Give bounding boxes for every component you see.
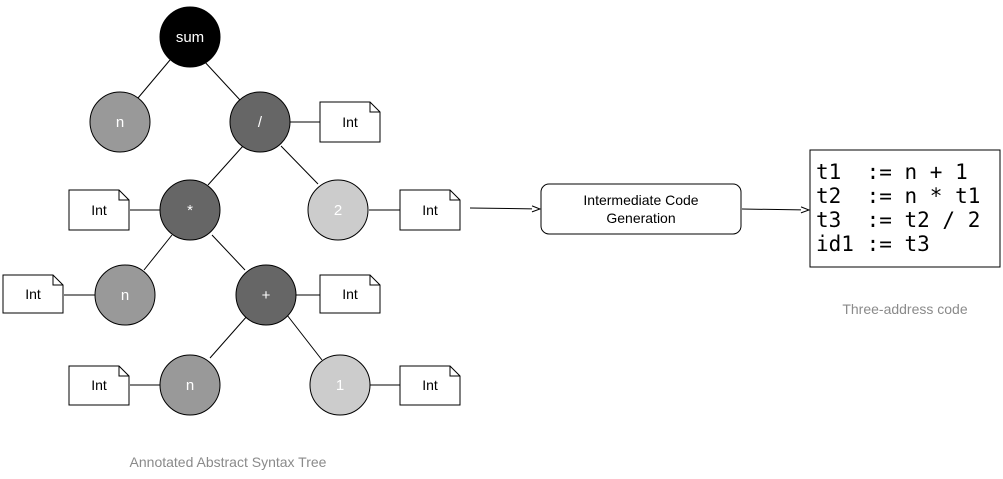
code-line: t3 := t2 / 2 [816,208,980,232]
node-sum: sum [159,6,221,68]
node-one-circle [309,354,371,416]
node-two: 2 [307,179,369,241]
edge-mul-n [143,234,173,271]
process-label-line2: Generation [606,210,675,226]
note-fold [118,190,129,201]
edge-sum-div [202,59,241,101]
node-n-bottom-label: n [186,377,194,394]
annotation-n-mid-label: Int [25,286,41,302]
node-one-label: 1 [336,377,344,394]
edge-sum-n [137,59,171,99]
node-n-bottom-circle [159,354,221,416]
note-shape [2,274,64,314]
annotation-n-bottom: Int [68,365,130,406]
node-sum-circle [159,6,221,68]
note-shape [319,101,381,143]
annotation-one: Int [399,365,461,406]
note-shape [399,365,461,406]
annotation-n-mid: Int [2,274,64,314]
note-fold [369,275,380,286]
node-n-top: n [89,91,151,153]
note-fold [449,190,460,201]
annotation-plus: Int [319,274,381,314]
node-mul: * [159,179,221,241]
code-line: id1 := t3 [816,232,930,256]
process-label-line1: Intermediate Code [583,192,698,208]
node-div-label: / [258,114,263,131]
note-fold [52,275,63,286]
code-box [809,149,1001,268]
code-line: t1 := n + 1 [816,160,968,184]
node-n-top-circle [89,91,151,153]
note-fold [369,102,380,113]
node-sum-label: sum [176,29,204,46]
process-box [540,183,742,235]
node-mul-circle [159,179,221,241]
annotation-one-label: Int [422,377,438,393]
note-shape [319,274,381,314]
node-n-mid-label: n [121,287,129,304]
annotation-plus-label: Int [342,286,358,302]
node-plus: + [235,264,297,326]
node-one: 1 [309,354,371,416]
three-address-code-box: t1 := n + 1 t2 := n * t1 t3 := t2 / 2 id… [809,149,1001,268]
code-line: t2 := n * t1 [816,184,980,208]
node-n-mid: n [94,264,156,326]
tree-edges [64,59,400,386]
note-shape [68,189,130,231]
annotation-div-label: Int [342,114,358,130]
arrow-to-code [741,209,809,210]
process-intermediate-code-generation: Intermediate Code Generation [540,183,742,235]
note-fold [118,366,129,377]
annotation-mul: Int [68,189,130,231]
edge-div-mul [207,145,244,186]
edge-plus-n [209,314,249,359]
code-caption: Three-address code [842,301,968,317]
edge-div-two [280,145,319,185]
note-fold [449,366,460,377]
annotation-two-label: Int [422,202,438,218]
annotation-div: Int [319,101,381,143]
node-n-mid-circle [94,264,156,326]
node-n-top-label: n [116,114,124,131]
note-shape [399,189,461,231]
node-two-circle [307,179,369,241]
annotation-mul-label: Int [91,202,107,218]
annotation-n-bottom-label: Int [91,377,107,393]
node-two-label: 2 [334,202,342,219]
edge-mul-plus [211,234,246,271]
node-plus-circle [235,264,297,326]
node-div: / [229,91,291,153]
arrow-to-process [469,208,540,209]
edge-plus-one [286,314,323,361]
node-div-circle [229,91,291,153]
node-mul-label: * [187,202,193,219]
annotation-two: Int [399,189,461,231]
note-shape [68,365,130,406]
node-plus-label: + [262,287,271,304]
node-n-bottom: n [159,354,221,416]
tree-caption: Annotated Abstract Syntax Tree [130,454,327,470]
